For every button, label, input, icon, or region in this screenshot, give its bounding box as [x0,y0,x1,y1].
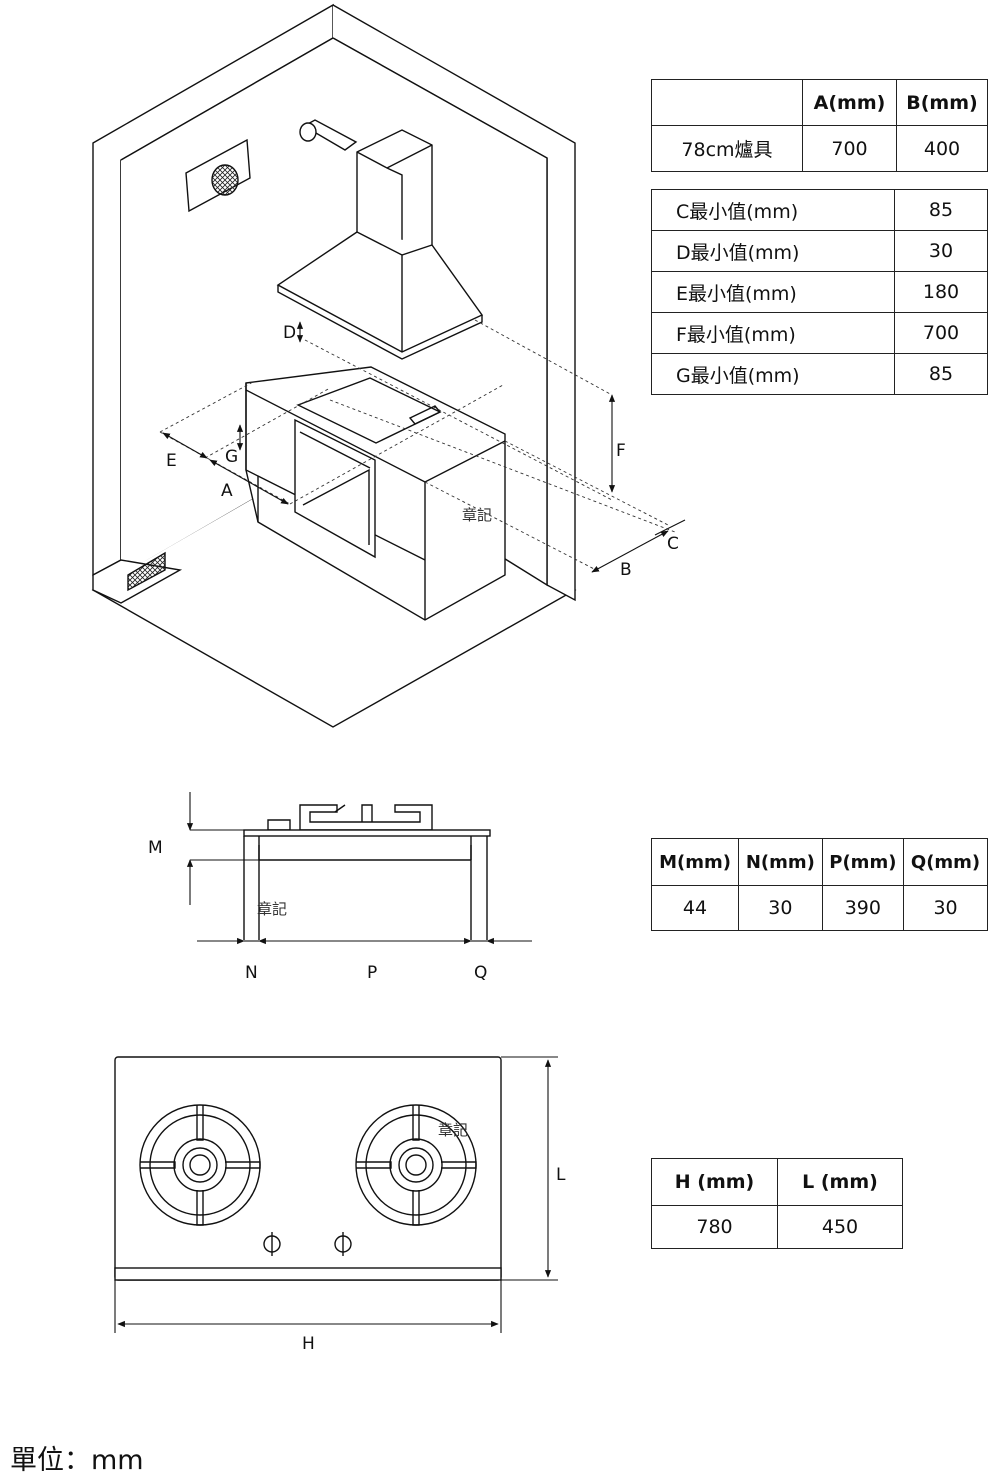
min-value-f: 700 [894,312,988,354]
label-q: Q [474,963,487,983]
table-ab-dimensions: A(mm) B(mm) 78cm爐具 700 400 [651,79,988,172]
min-label-d: D最小值(mm) [651,230,895,272]
table-mnpq-dimensions: M(mm) N(mm) P(mm) Q(mm) 44 30 390 30 [650,838,988,931]
hl-header-h: H (mm) [651,1158,778,1206]
mnpq-value-m: 44 [650,885,740,931]
top-view [114,1056,502,1281]
min-value-g: 85 [894,353,988,395]
label-n: N [245,963,258,983]
label-h: H [302,1334,315,1354]
stamp-text: 章記 [257,900,287,918]
mnpq-header-p: P(mm) [821,838,905,886]
label-f: F [616,441,626,461]
mnpq-value-n: 30 [738,885,823,931]
unit-note: 單位：mm [10,1445,144,1476]
label-b: B [620,560,632,580]
min-value-d: 30 [894,230,988,272]
min-label-c: C最小值(mm) [651,189,895,231]
label-m: M [148,838,163,858]
min-value-e: 180 [894,271,988,313]
top-labels: L H 章記 [302,1121,566,1354]
min-label-f: F最小值(mm) [651,312,895,354]
side-labels: M N P Q 章記 [148,838,487,983]
table-ab-header-a: A(mm) [802,79,897,126]
label-c: C [667,534,679,554]
hl-header-l: L (mm) [777,1158,903,1206]
stamp-text: 章記 [462,506,492,524]
table-ab-header-b: B(mm) [896,79,988,126]
mnpq-header-n: N(mm) [738,838,823,886]
control-knob-right [334,1232,352,1256]
label-a: A [221,481,233,501]
label-g: G [225,447,238,467]
top-dimensions [114,1056,558,1333]
table-ab-header-empty [651,79,803,126]
table-row: F最小值(mm) 700 [651,312,988,354]
control-knob-left [263,1232,281,1256]
isometric-room [91,3,577,728]
mnpq-header-m: M(mm) [650,838,740,886]
mnpq-value-q: 30 [903,885,988,931]
table-ab-value-a: 700 [802,125,897,172]
label-e: E [166,451,177,471]
mnpq-header-q: Q(mm) [903,838,988,886]
hl-value-h: 780 [651,1205,778,1249]
right-burner [355,1104,477,1226]
mnpq-value-p: 390 [821,885,905,931]
isometric-arrows [162,321,686,573]
label-l: L [556,1165,566,1185]
min-label-g: G最小值(mm) [651,353,895,395]
label-d: D [283,323,296,343]
hl-value-l: 450 [777,1205,903,1249]
min-label-e: E最小值(mm) [651,271,895,313]
stamp-text: 章記 [438,1121,468,1139]
side-view [243,804,491,940]
table-row: D最小值(mm) 30 [651,230,988,272]
isometric-labels: D E G A F C B 章記 [166,323,679,580]
table-row: G最小值(mm) 85 [651,353,988,395]
table-hl-dimensions: H (mm) L (mm) 780 450 [651,1158,903,1249]
side-dimensions [186,792,532,945]
table-minimum-values: C最小值(mm) 85 D最小值(mm) 30 E最小值(mm) 180 F最小… [651,189,988,395]
table-row: C最小值(mm) 85 [651,189,988,231]
left-burner [139,1104,261,1226]
min-value-c: 85 [894,189,988,231]
label-p: P [367,963,377,983]
table-ab-value-b: 400 [896,125,988,172]
table-row: E最小值(mm) 180 [651,271,988,313]
table-ab-model: 78cm爐具 [651,125,803,172]
